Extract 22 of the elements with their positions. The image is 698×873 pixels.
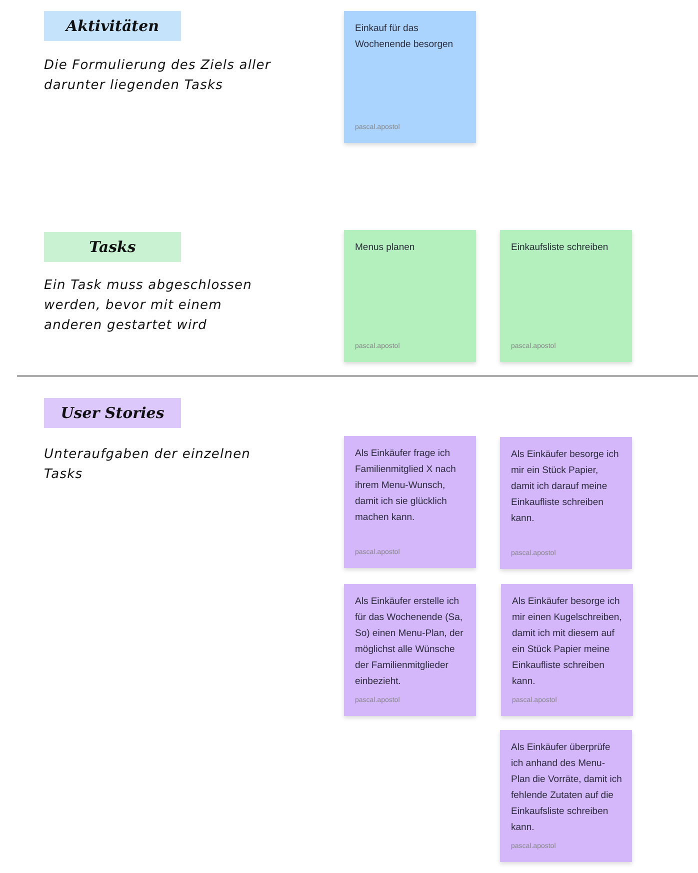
note-text: Als Einkäufer besorge ich mir einen Kugelschreiben, damit ich mit diesem auf ein Stück Papier meine Einkaufliste schreiben kann. <box>512 595 623 689</box>
section-heading: User Stories <box>44 398 181 428</box>
note-text: Einkaufsliste schreiben <box>511 241 610 255</box>
note-text: Einkauf für das Wochenende besorgen <box>355 22 454 52</box>
sticky-note <box>344 584 476 716</box>
section-heading: Tasks <box>44 232 181 262</box>
sticky-note <box>501 584 633 716</box>
sticky-note <box>500 230 632 362</box>
sticky-note <box>344 436 476 568</box>
sticky-note <box>344 230 476 362</box>
note-text: Menus planen <box>355 241 416 255</box>
note-text: Als Einkäufer besorge ich mir ein Stück Papier, damit ich darauf meine Einkaufliste schreiben kann. <box>511 448 620 526</box>
sticky-note <box>500 730 632 862</box>
sticky-note <box>344 11 476 143</box>
section-description: Die Formulierung des Ziels aller darunter liegenden Tasks <box>44 57 272 95</box>
section-description: Ein Task muss abgeschlossen werden, bevor mit einem anderen gestartet wird <box>44 277 253 335</box>
sticky-note <box>500 437 632 569</box>
section-heading: Aktivitäten <box>44 11 181 41</box>
section-description: Unteraufgaben der einzelnen Tasks <box>44 446 252 484</box>
note-text: Als Einkäufer überprüfe ich anhand des Menu-Plan die Vorräte, damit ich fehlende Zutaten auf die Einkaufsliste schreiben kann. <box>511 741 622 835</box>
note-text: Als Einkäufer frage ich Familienmitglied X nach ihrem Menu-Wunsch, damit ich sie glücklich machen kann. <box>355 447 457 525</box>
note-text: Als Einkäufer erstelle ich für das Wochenende (Sa, So) einen Menu-Plan, der möglichst alle Wünsche der Familienmitglieder einbezieht. <box>355 595 464 689</box>
